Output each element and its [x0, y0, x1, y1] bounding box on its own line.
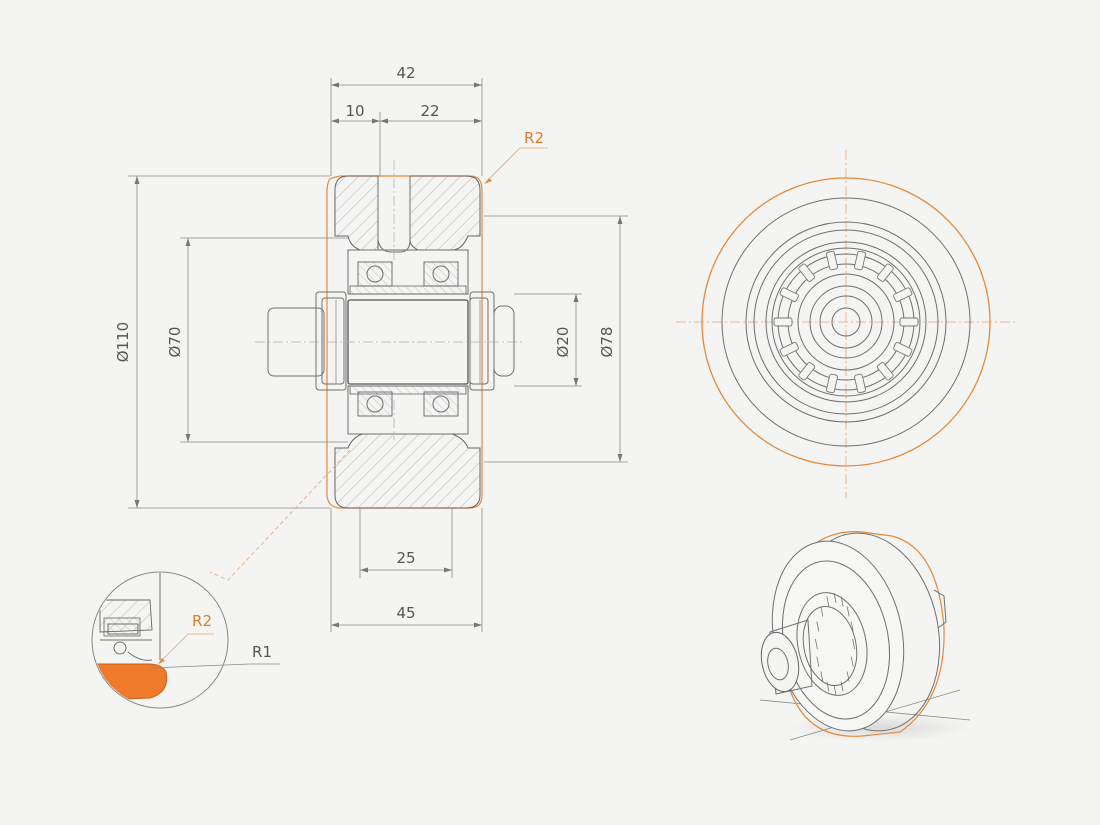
detail-view: R2 R1 [91, 449, 351, 709]
dim-25: 25 [396, 549, 415, 567]
dimension-lines: 42 10 22 R2 Ø110 Ø70 Ø20 Ø78 25 45 [114, 64, 628, 632]
detail-r1: R1 [252, 643, 272, 661]
iso-roller [833, 592, 837, 604]
iso-roller [840, 681, 844, 692]
isometric-view [759, 531, 971, 742]
roller [876, 362, 894, 381]
roller [854, 373, 866, 394]
roller [826, 373, 838, 394]
roller [826, 250, 838, 271]
iso-bearing-rollers [815, 592, 855, 696]
iso-roller [850, 621, 854, 632]
iso-roller [846, 671, 850, 682]
roller [779, 287, 799, 302]
dim-45: 45 [396, 604, 415, 622]
iso-roller [852, 638, 855, 650]
bearing-rollers [773, 250, 919, 394]
dim-d70: Ø70 [166, 327, 184, 358]
dim-r2-top: R2 [524, 129, 544, 147]
roller [893, 287, 913, 302]
roller [798, 362, 816, 381]
front-view [676, 150, 1018, 498]
roller [893, 342, 913, 357]
roller [854, 250, 866, 271]
roller [899, 317, 919, 327]
iso-roller [820, 671, 824, 682]
section-view [255, 160, 525, 509]
iso-roller [816, 656, 820, 667]
detail-r2: R2 [192, 612, 212, 630]
tread-bottom [334, 433, 481, 509]
iso-roller [820, 606, 824, 617]
iso-roller [816, 621, 820, 632]
tread-top-right [409, 175, 481, 251]
bearing-upper-left [357, 261, 393, 287]
iso-roller [850, 656, 854, 667]
dim-d20: Ø20 [554, 327, 572, 358]
roller [876, 263, 894, 282]
dim-d78: Ø78 [598, 327, 616, 358]
dim-42: 42 [396, 64, 415, 82]
roller [798, 263, 816, 282]
roller [779, 342, 799, 357]
iso-roller [826, 596, 830, 607]
dim-10: 10 [345, 102, 364, 120]
iso-roller [815, 638, 818, 650]
tread-top-left [334, 175, 379, 251]
roller [773, 317, 793, 327]
dim-22: 22 [420, 102, 439, 120]
iso-roller [840, 596, 844, 607]
iso-roller [846, 606, 850, 617]
iso-roller [826, 681, 830, 692]
dim-d110: Ø110 [114, 322, 132, 362]
iso-roller [833, 684, 837, 696]
